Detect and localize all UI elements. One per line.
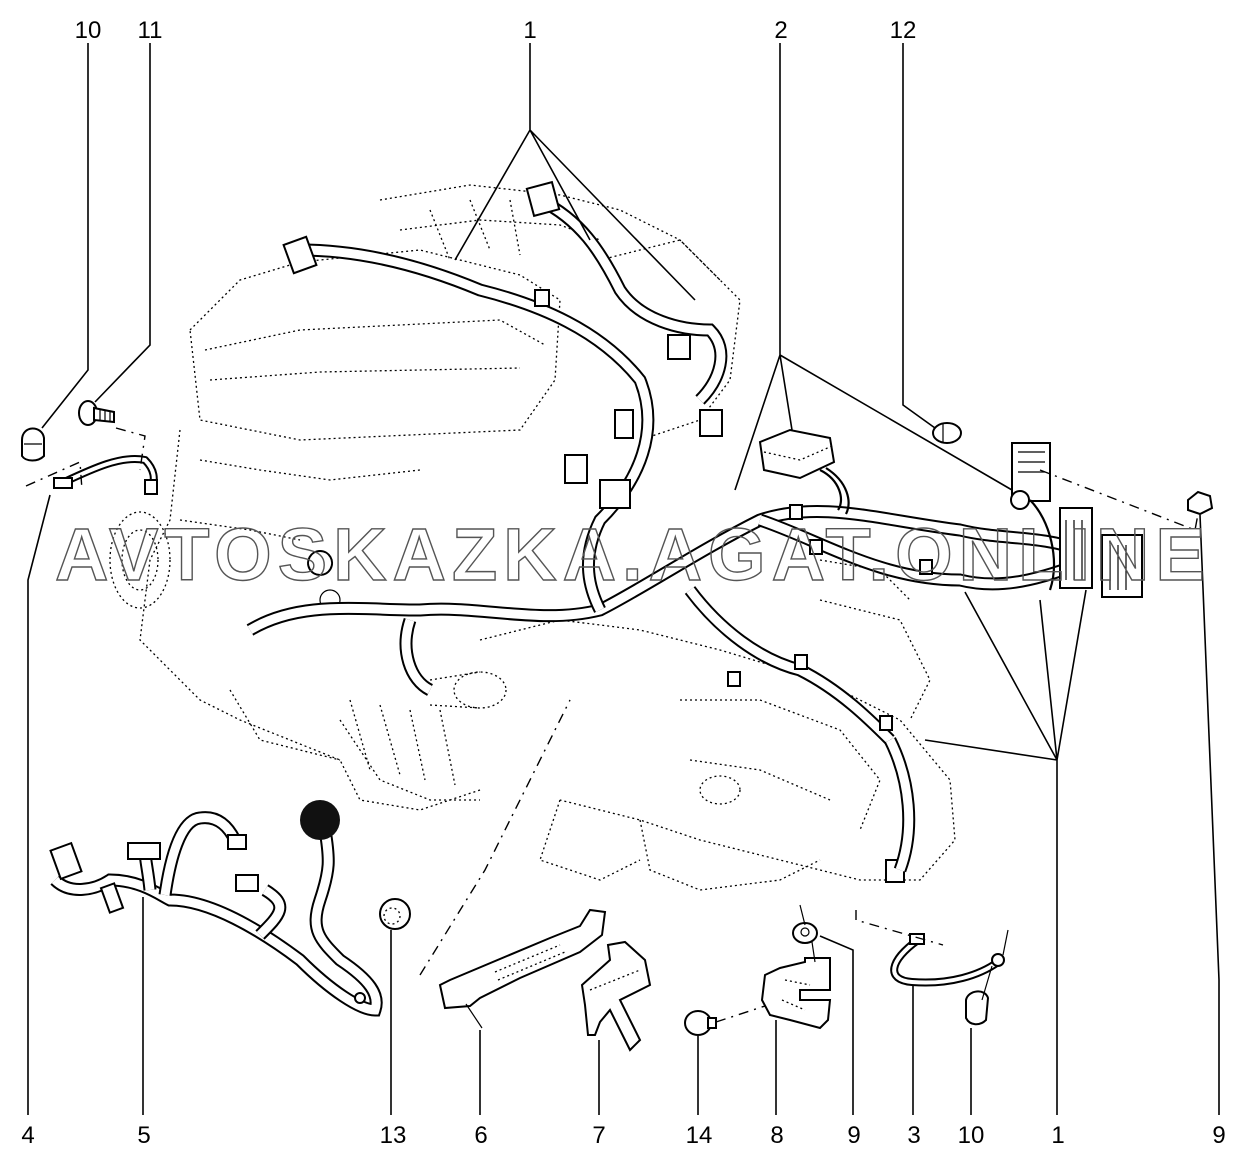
callout-4: 4 bbox=[21, 1122, 34, 1149]
callout-10-top: 10 bbox=[75, 17, 102, 44]
leader-lines bbox=[27, 43, 1220, 1115]
main-engine-harness bbox=[246, 180, 1143, 883]
ground-cable bbox=[855, 910, 1009, 987]
bolt bbox=[684, 1004, 769, 1036]
callout-9-right: 9 bbox=[1212, 1122, 1225, 1149]
callout-11: 11 bbox=[138, 17, 163, 44]
flange-bolt bbox=[78, 400, 115, 426]
cap bbox=[932, 422, 962, 444]
callout-7: 7 bbox=[592, 1122, 605, 1149]
ground-strap bbox=[25, 427, 158, 495]
grommet bbox=[379, 898, 411, 930]
callout-3: 3 bbox=[907, 1122, 920, 1149]
watermark-text: AVTOSKAZKA.AGAT.ONLINE bbox=[55, 513, 1211, 596]
callout-labels-bottom: 4 5 13 6 7 14 8 9 3 10 1 9 bbox=[21, 1122, 1225, 1149]
injector-harness bbox=[49, 800, 383, 1017]
callout-8: 8 bbox=[770, 1122, 783, 1149]
callout-12: 12 bbox=[890, 17, 917, 44]
clip-bracket bbox=[760, 957, 832, 1030]
fuse-relay-box bbox=[758, 428, 850, 515]
harness-bracket bbox=[419, 699, 607, 1029]
mounting-bracket bbox=[580, 940, 652, 1052]
cap-nut-left bbox=[21, 427, 45, 462]
callout-13: 13 bbox=[380, 1122, 407, 1149]
callout-labels-top: 10 11 1 2 12 bbox=[75, 17, 917, 44]
callout-1-top: 1 bbox=[523, 17, 536, 44]
nut-right bbox=[1039, 469, 1214, 531]
nut-bottom bbox=[792, 904, 818, 963]
callout-5: 5 bbox=[137, 1122, 150, 1149]
cap-nut-right bbox=[965, 965, 993, 1026]
callout-6: 6 bbox=[474, 1122, 487, 1149]
callout-1-bottom: 1 bbox=[1051, 1122, 1064, 1149]
callout-9-bottom: 9 bbox=[847, 1122, 860, 1149]
callout-10-bottom: 10 bbox=[958, 1122, 985, 1149]
callout-2: 2 bbox=[774, 17, 787, 44]
callout-14: 14 bbox=[686, 1122, 713, 1149]
